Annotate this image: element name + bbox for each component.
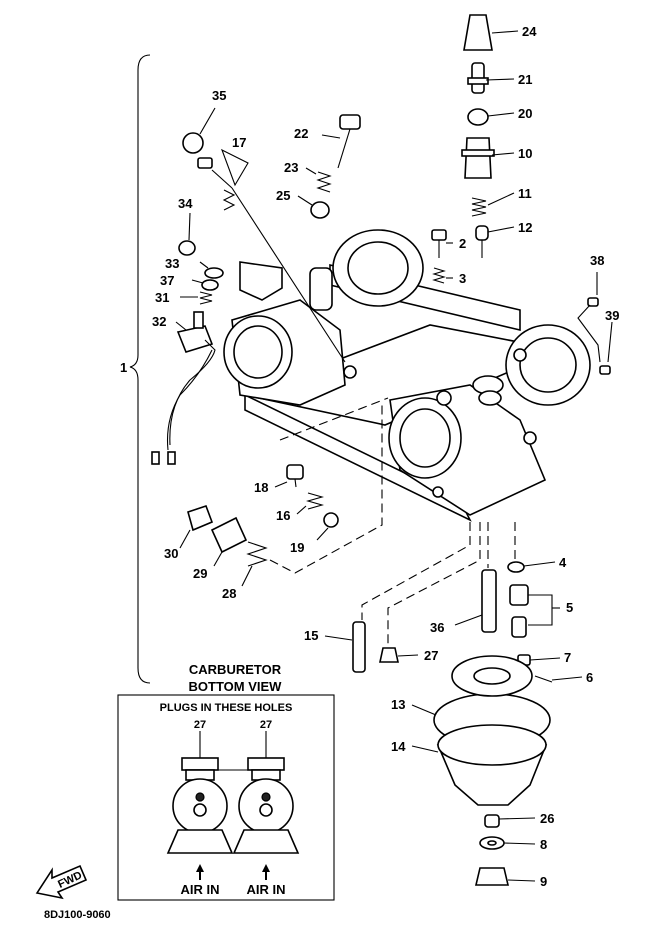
callout-24: 24 — [522, 24, 537, 39]
part-32-sensor — [151, 311, 216, 465]
part-21-fitting — [467, 62, 515, 94]
callout-17: 17 — [232, 135, 246, 150]
part-14-float-bowl — [411, 655, 548, 806]
callout-35: 35 — [212, 88, 226, 103]
part-23-spring — [305, 167, 332, 193]
callout-12: 12 — [518, 220, 532, 235]
callout-13: 13 — [391, 697, 405, 712]
part-11-spring — [471, 192, 515, 217]
callout-1: 1 — [120, 360, 127, 375]
part-2-screw — [431, 229, 453, 258]
callout-33: 33 — [165, 256, 179, 271]
part-5-jets — [509, 584, 560, 638]
part-8-washer — [479, 836, 536, 850]
part-10-top — [461, 137, 515, 179]
callout-20: 20 — [518, 106, 532, 121]
callout-31: 31 — [155, 290, 169, 305]
callout-30: 30 — [164, 546, 178, 561]
callout-8: 8 — [540, 837, 547, 852]
callout-3: 3 — [459, 271, 466, 286]
part-24-cap — [463, 14, 519, 51]
part-6-pin — [534, 675, 583, 683]
part-9-plug — [474, 867, 536, 886]
callout-16: 16 — [276, 508, 290, 523]
callout-21: 21 — [518, 72, 532, 87]
callout-34: 34 — [178, 196, 193, 211]
callout-36: 36 — [430, 620, 444, 635]
callout-38: 38 — [590, 253, 604, 268]
fwd-arrow-icon: FWD — [35, 864, 88, 900]
callout-15: 15 — [304, 628, 318, 643]
air-in-label-right: AIR IN — [247, 882, 286, 897]
part-16-spring — [296, 492, 325, 515]
part-39-screw — [599, 321, 613, 375]
callout-10: 10 — [518, 146, 532, 161]
callout-37: 37 — [160, 273, 174, 288]
part-35-cap — [182, 107, 216, 154]
part-22-screw — [321, 114, 361, 169]
callout-39: 39 — [605, 308, 619, 323]
callout-2: 2 — [459, 236, 466, 251]
part-37-ring — [191, 279, 219, 291]
part-4-oring — [507, 561, 556, 573]
drawing-number: 8DJ100-9060 — [44, 909, 111, 921]
part-18-jet — [274, 397, 389, 488]
inset-plug-label-right: 27 — [260, 719, 272, 731]
callout-26: 26 — [540, 811, 554, 826]
callout-27: 27 — [424, 648, 438, 663]
bottom-view-inset: CARBURETOR BOTTOM VIEW PLUGS IN THESE HO… — [117, 662, 335, 901]
callout-29: 29 — [193, 566, 207, 581]
part-34-cap — [178, 212, 196, 256]
part-36-tube — [454, 569, 497, 633]
callout-6: 6 — [586, 670, 593, 685]
air-in-arrow-left — [196, 864, 204, 880]
callout-22: 22 — [294, 126, 308, 141]
part-17-screw — [197, 148, 346, 363]
part-30-plug — [179, 504, 214, 549]
callout-32: 32 — [152, 314, 166, 329]
inset-title-line2: BOTTOM VIEW — [189, 679, 283, 694]
callout-labels: 1 2 3 4 5 6 7 8 9 10 11 12 13 14 15 16 1… — [120, 24, 619, 889]
part-29-sleeve — [210, 516, 248, 567]
inset-frame — [117, 694, 335, 901]
part-20-nut — [467, 108, 515, 126]
callout-25: 25 — [276, 188, 290, 203]
part-3-spring — [432, 267, 453, 284]
part-15-jet — [324, 621, 366, 673]
callout-28: 28 — [222, 586, 236, 601]
callout-9: 9 — [540, 874, 547, 889]
callout-7: 7 — [564, 650, 571, 665]
part-38-screw — [577, 272, 601, 363]
inset-title-line1: CARBURETOR — [189, 662, 282, 677]
part-28-spring — [241, 405, 383, 587]
part-31-spring — [180, 291, 213, 305]
carburetor-assembly — [166, 229, 591, 522]
callout-23: 23 — [284, 160, 298, 175]
part-26-screw — [484, 814, 536, 828]
inset-plug-label-left: 27 — [194, 719, 206, 731]
part-19-washer — [316, 512, 339, 541]
inset-header: PLUGS IN THESE HOLES — [160, 702, 293, 714]
callout-14: 14 — [391, 739, 406, 754]
group-bracket — [129, 54, 151, 684]
part-27-plug — [379, 647, 419, 663]
callout-5: 5 — [566, 600, 573, 615]
callout-19: 19 — [290, 540, 304, 555]
callout-4: 4 — [559, 555, 567, 570]
callout-18: 18 — [254, 480, 268, 495]
part-25-cap — [297, 195, 330, 219]
part-33-washer — [199, 261, 224, 279]
part-12-needle — [475, 225, 515, 258]
air-in-label-left: AIR IN — [181, 882, 220, 897]
callout-11: 11 — [518, 186, 532, 201]
air-in-arrow-right — [262, 864, 270, 880]
